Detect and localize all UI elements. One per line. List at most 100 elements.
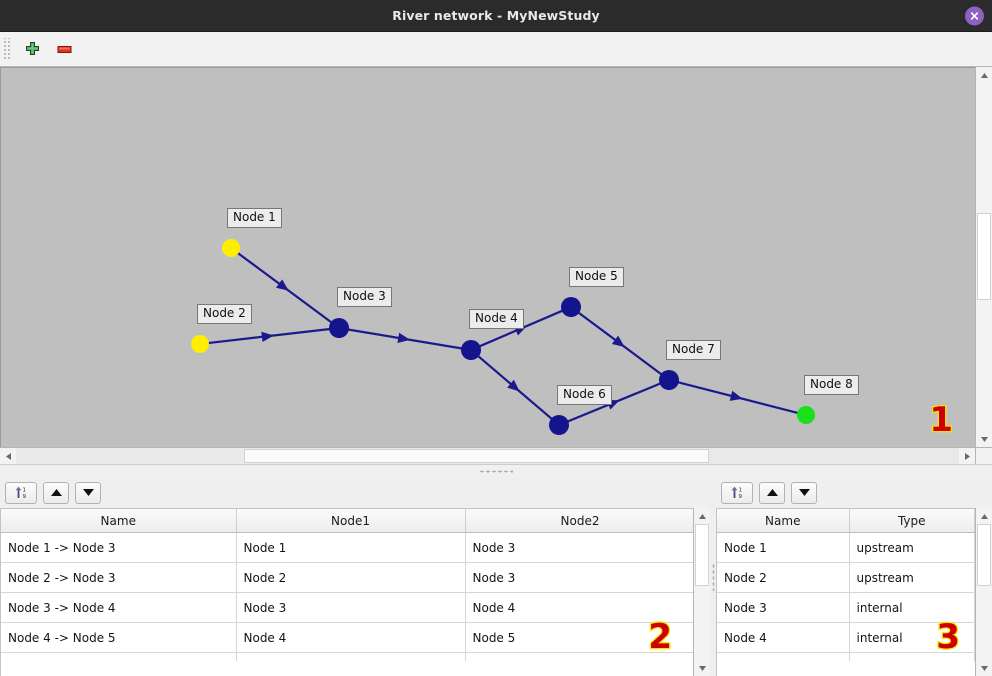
red-minus-icon[interactable] bbox=[48, 35, 80, 64]
scroll-left-icon[interactable] bbox=[0, 448, 16, 464]
graph-nodes bbox=[191, 239, 815, 435]
move-down-icon[interactable] bbox=[791, 481, 817, 504]
filler-cell bbox=[849, 652, 975, 661]
cell-node2[interactable]: Node 4 bbox=[465, 592, 693, 623]
cell-name[interactable]: Node 2 bbox=[717, 562, 850, 593]
cell-node1[interactable]: Node 3 bbox=[236, 592, 466, 623]
graph-node-label[interactable]: Node 5 bbox=[569, 267, 624, 287]
graph-edge-arrow bbox=[261, 331, 274, 343]
column-header-node1[interactable]: Node1 bbox=[236, 509, 466, 533]
green-plus-icon[interactable] bbox=[16, 35, 48, 64]
cell-node2[interactable]: Node 3 bbox=[465, 532, 693, 563]
reaches-vertical-scrollbar[interactable] bbox=[693, 508, 710, 676]
graph-edge-arrow bbox=[275, 279, 289, 291]
reaches-toolbar: 1 9 bbox=[0, 477, 710, 508]
graph-node-label[interactable]: Node 7 bbox=[666, 340, 721, 360]
graph-hscroll-thumb[interactable] bbox=[244, 449, 709, 463]
graph-node[interactable] bbox=[561, 297, 581, 317]
scroll-down-icon[interactable] bbox=[694, 660, 710, 676]
cell-name[interactable]: Node 1 -> Node 3 bbox=[1, 532, 237, 563]
network-graph-canvas[interactable]: Node 1 Node 2 Node 3 Node 4 Node 5 Node 6 Node… bbox=[0, 67, 975, 447]
cell-node2[interactable]: Node 5 bbox=[465, 622, 693, 653]
cell-name[interactable]: Node 4 bbox=[717, 622, 850, 653]
panel-splitter[interactable] bbox=[0, 464, 992, 477]
scroll-down-icon[interactable] bbox=[976, 660, 992, 676]
graph-node-label[interactable]: Node 8 bbox=[804, 375, 859, 395]
cell-name[interactable]: Node 2 -> Node 3 bbox=[1, 562, 237, 593]
tables-divider[interactable] bbox=[710, 477, 716, 676]
move-up-icon[interactable] bbox=[43, 481, 69, 504]
graph-vscroll-thumb[interactable] bbox=[977, 213, 991, 300]
cell-node1[interactable]: Node 1 bbox=[236, 532, 466, 563]
toolbar-grip[interactable] bbox=[3, 38, 11, 60]
cell-node1[interactable]: Node 2 bbox=[236, 562, 466, 593]
sort-ascending-icon[interactable]: 1 9 bbox=[721, 481, 753, 504]
close-icon[interactable] bbox=[965, 6, 984, 25]
graph-node[interactable] bbox=[659, 370, 679, 390]
graph-node[interactable] bbox=[329, 318, 349, 338]
cell-name[interactable]: Node 1 bbox=[717, 532, 850, 563]
graph-hscroll-track[interactable] bbox=[16, 448, 959, 464]
graph-node[interactable] bbox=[797, 406, 815, 424]
graph-node[interactable] bbox=[191, 335, 209, 353]
nodes-panel: 1 9 Name bbox=[716, 477, 992, 676]
nodes-vscroll-thumb[interactable] bbox=[977, 524, 991, 586]
scroll-up-icon[interactable] bbox=[976, 508, 992, 524]
cell-type[interactable]: upstream bbox=[849, 562, 975, 593]
filler-cell bbox=[236, 652, 466, 661]
graph-node[interactable] bbox=[549, 415, 569, 435]
svg-text:1: 1 bbox=[22, 488, 26, 494]
svg-text:1: 1 bbox=[738, 488, 742, 494]
graph-node[interactable] bbox=[222, 239, 240, 257]
network-graph-panel: Node 1 Node 2 Node 3 Node 4 Node 5 Node 6 Node… bbox=[0, 67, 992, 464]
column-header-name[interactable]: Name bbox=[717, 509, 850, 533]
graph-vscroll-track[interactable] bbox=[976, 83, 992, 431]
cell-name[interactable]: Node 3 bbox=[717, 592, 850, 623]
scroll-up-icon[interactable] bbox=[694, 508, 710, 524]
scroll-up-icon[interactable] bbox=[976, 67, 992, 83]
reaches-vscroll-thumb[interactable] bbox=[695, 524, 709, 586]
graph-node[interactable] bbox=[461, 340, 481, 360]
cell-type[interactable]: internal bbox=[849, 622, 975, 653]
cell-node2[interactable]: Node 3 bbox=[465, 562, 693, 593]
column-header-node2[interactable]: Node2 bbox=[465, 509, 693, 533]
graph-node-label[interactable]: Node 3 bbox=[337, 287, 392, 307]
cell-type[interactable]: internal bbox=[849, 592, 975, 623]
cell-type[interactable]: upstream bbox=[849, 532, 975, 563]
filler-cell bbox=[465, 652, 693, 661]
graph-node-label[interactable]: Node 1 bbox=[227, 208, 282, 228]
nodes-vertical-scrollbar[interactable] bbox=[975, 508, 992, 676]
sort-ascending-icon[interactable]: 1 9 bbox=[5, 481, 37, 504]
scroll-down-icon[interactable] bbox=[976, 431, 992, 447]
nodes-vscroll-track[interactable] bbox=[976, 524, 992, 660]
scroll-right-icon[interactable] bbox=[959, 448, 975, 464]
cell-name[interactable]: Node 4 -> Node 5 bbox=[1, 622, 237, 653]
graph-vertical-scrollbar[interactable] bbox=[975, 67, 992, 447]
graph-node-label[interactable]: Node 6 bbox=[557, 385, 612, 405]
window-title: River network - MyNewStudy bbox=[392, 8, 600, 23]
column-header-type[interactable]: Type bbox=[849, 509, 975, 533]
reaches-vscroll-track[interactable] bbox=[694, 524, 710, 660]
graph-node-label[interactable]: Node 2 bbox=[197, 304, 252, 324]
cell-node1[interactable]: Node 4 bbox=[236, 622, 466, 653]
reaches-panel: 1 9 Name bbox=[0, 477, 710, 676]
cell-name[interactable]: Node 3 -> Node 4 bbox=[1, 592, 237, 623]
graph-node-label[interactable]: Node 4 bbox=[469, 309, 524, 329]
move-up-icon[interactable] bbox=[759, 481, 785, 504]
column-header-name[interactable]: Name bbox=[1, 509, 237, 533]
move-down-icon[interactable] bbox=[75, 481, 101, 504]
graph-horizontal-scrollbar[interactable] bbox=[0, 447, 975, 464]
